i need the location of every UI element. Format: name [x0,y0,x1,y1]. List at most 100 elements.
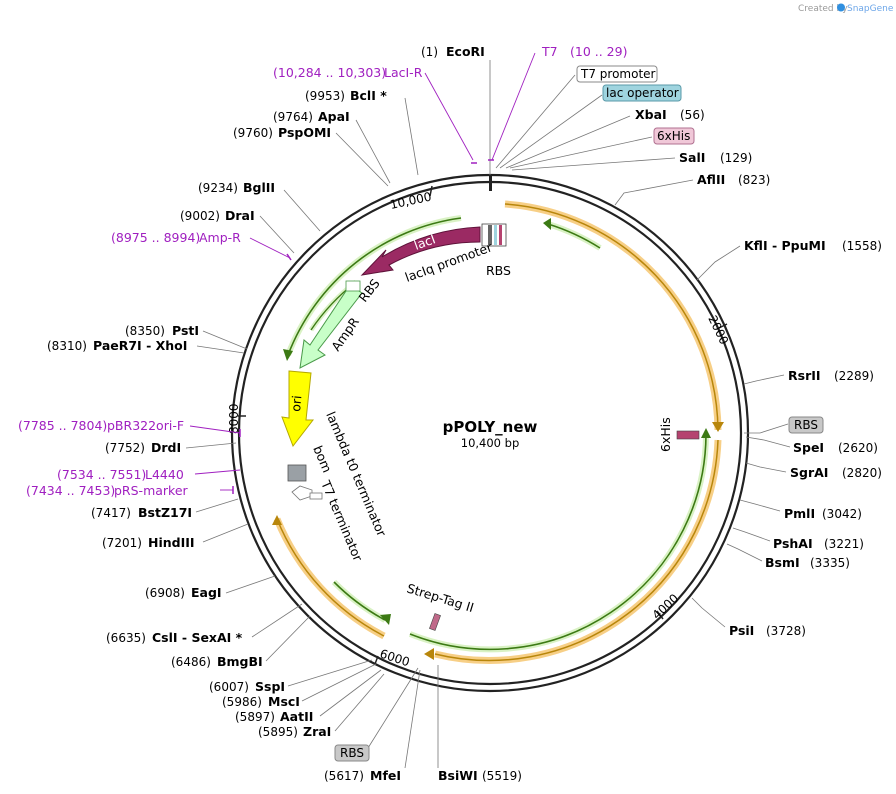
site-name-hindiii[interactable]: HindIII [148,535,195,550]
rbs-bottom-box[interactable] [334,744,370,762]
site-pos-rsrii: (2289) [834,369,874,383]
site-name-xbai[interactable]: XbaI [635,107,667,122]
primer-name-prs-marker[interactable]: pRS-marker [114,483,189,498]
site-name-bstz17i[interactable]: BstZ17I [138,505,192,520]
site-name-xhoi[interactable]: PaeR7I - XhoI [93,338,187,353]
t7-terminator-feature [309,492,323,500]
site-name-msci[interactable]: MscI [268,694,300,709]
leader-l4440 [194,469,241,475]
site-name-bglii[interactable]: BglII [243,180,275,195]
site-pos-sgrai: (2820) [842,466,882,480]
laci-feature[interactable] [360,226,481,276]
site-name-sspi[interactable]: SspI [255,679,285,694]
leader-sspi [287,659,373,687]
lac-operator-box[interactable] [602,84,682,102]
t7-promoter-label: T7 promoter [580,67,656,81]
site-pos-aflii: (823) [738,173,770,187]
leader-his-top [509,136,653,169]
site-name-pmli[interactable]: PmlI [784,506,815,521]
site-name-aflii[interactable]: AflII [697,172,725,187]
ampr-feature[interactable] [299,284,363,369]
rbs-bottom-label: RBS [340,746,364,760]
leader-mfei [404,669,421,769]
site-name-bmgbi[interactable]: BmgBI [217,654,263,669]
site-name-sgrai[interactable]: SgrAI [790,465,828,480]
snapgene-logo-icon [837,3,845,12]
rbs-right-label: RBS [794,418,818,432]
leader-rsrii [743,374,785,385]
green-arc-bottom-left-line [333,581,386,621]
primer-name-l4440[interactable]: L4440 [145,467,184,482]
leader-sgrai [745,462,787,473]
watermark-brand: SnapGene [847,4,894,14]
leader-spei [745,436,791,448]
leader-t7 [491,52,536,161]
site-name-ecori[interactable]: EcoRI [446,44,485,59]
site-pos-drdi: (7752) [105,441,145,455]
rbs-right-box[interactable] [788,416,824,434]
leader-eagi [225,575,276,594]
site-name-sali[interactable]: SalI [679,150,705,165]
primer-name-pbr322ori-f[interactable]: pBR322ori-F [107,418,184,433]
site-pos-bsmi: (3335) [810,556,850,570]
leader-bglii [283,189,321,232]
site-name-zrai[interactable]: ZraI [303,724,331,739]
site-name-csli-sexai[interactable]: CslI - SexAI * [152,630,243,645]
leader-t7-promoter [495,74,576,169]
leader-msci [301,663,377,702]
site-name-aatii[interactable]: AatII [280,709,313,724]
his-tag-top-box[interactable] [653,127,695,145]
site-pos-drai: (9002) [180,209,220,223]
leader-aflii [614,179,694,206]
site-name-drdi[interactable]: DrdI [151,440,181,455]
primer-name-laci-r[interactable]: LacI-R [384,65,423,80]
site-name-mfei[interactable]: MfeI [370,768,401,783]
site-name-bcli[interactable]: BclI * [350,88,387,103]
primer-range-l4440: (7534 .. 7551) [57,467,146,482]
green-arrowhead-right [701,428,711,438]
site-name-bsiwi[interactable]: BsiWI [438,768,478,783]
his-right-feature [676,430,700,440]
site-pos-bsiwi: (5519) [482,769,522,783]
tick-4000: 4000 [649,591,681,622]
orf-arc-bottom [434,439,722,664]
site-name-psii[interactable]: PsiI [729,623,754,638]
site-pos-bstz17i: (7417) [91,506,131,520]
leader-rbs-right [744,423,789,434]
t7-promoter-box[interactable] [576,65,658,83]
tick-mark-6000 [374,655,379,665]
green-arrowhead-top-right [543,218,551,230]
amp-r-primer-mark [286,253,292,261]
site-name-spei[interactable]: SpeI [793,440,824,455]
bom-feature [291,485,313,501]
leader-bsmi [726,543,763,562]
site-name-drai[interactable]: DraI [225,208,255,223]
site-name-psti[interactable]: PstI [172,323,199,338]
site-name-eagi[interactable]: EagI [191,585,222,600]
leader-amp-r [249,237,291,259]
tick-mark-4000 [656,610,664,620]
site-name-rsrii[interactable]: RsrII [788,368,821,383]
primer-name-amp-r[interactable]: Amp-R [199,230,241,245]
site-name-pshai[interactable]: PshAI [773,536,813,551]
ecori-cut-mark [489,175,492,191]
site-pos-sspi: (6007) [209,680,249,694]
laci-label: lacI [412,231,438,253]
primer-range-prs-marker: (7434 .. 7453) [26,483,115,498]
site-pos-zrai: (5895) [258,725,298,739]
site-name-kfli-ppumi[interactable]: KflI - PpuMI [744,238,826,253]
site-pos-bglii: (9234) [198,181,238,195]
site-pos-pspomi: (9760) [233,126,273,140]
site-pos-kfli-ppumi: (1558) [842,239,882,253]
site-pos-pshai: (3221) [824,537,864,551]
site-name-pspomi[interactable]: PspOMI [278,125,331,140]
site-pos-xhoi: (8310) [47,339,87,353]
site-pos-hindiii: (7201) [102,536,142,550]
primer-name-t7[interactable]: T7 [541,44,558,59]
site-name-apai[interactable]: ApaI [318,109,350,124]
site-name-bsmi[interactable]: BsmI [765,555,800,570]
orf-arrowhead-bottom [424,648,434,660]
ori-feature[interactable] [281,370,315,448]
leader-pmli [739,499,781,512]
